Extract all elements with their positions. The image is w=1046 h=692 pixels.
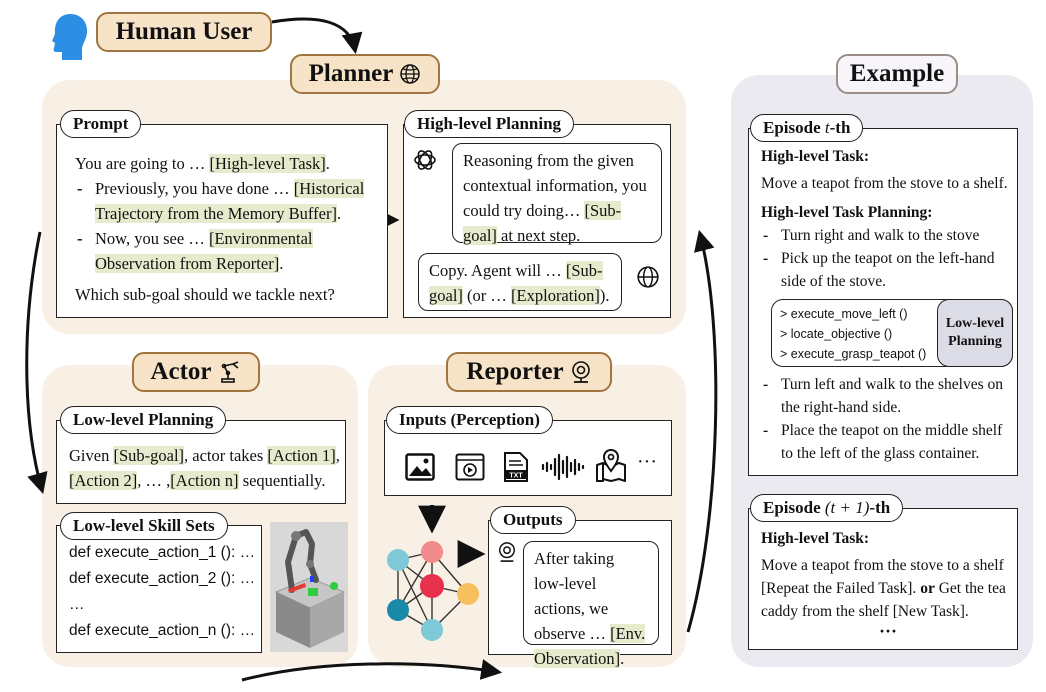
actor-title-text: Actor	[150, 358, 212, 385]
episode-t-box: High-level Task: Move a teapot from the …	[748, 128, 1018, 476]
episode-t1-box: High-level Task: Move a teapot from the …	[748, 508, 1018, 650]
inputs-tab: Inputs (Perception)	[386, 406, 553, 434]
outputs-tab: Outputs	[490, 506, 576, 534]
neural-network-graphic	[387, 541, 479, 641]
arrow-human-to-planner	[271, 17, 363, 55]
audio-wave-icon	[541, 453, 585, 481]
low-level-planning-box: Given [Sub-goal], actor takes [Action 1]…	[56, 420, 346, 504]
high-level-planning-tab: High-level Planning	[404, 110, 575, 138]
episode-t-step-3: Turn left and walk to the shelves on the…	[761, 373, 1015, 419]
prompt-question: Which sub-goal should we tackle next?	[75, 285, 335, 304]
low-level-code-2: > locate_objective ()	[780, 327, 893, 341]
human-user-text: Human User	[115, 18, 253, 45]
planning-bubble-agent: Copy. Agent will … [Sub-goal] (or … [Exp…	[418, 253, 622, 311]
robot-arm-icon	[220, 361, 239, 383]
svg-text:TXT: TXT	[509, 473, 523, 480]
planning-bubble-llm: Reasoning from the given contextual info…	[452, 143, 662, 245]
low-level-code-1: > execute_move_left ()	[780, 307, 908, 321]
skill-sets-tab: Low-level Skill Sets	[60, 512, 228, 540]
arrow-planner-to-actor	[25, 231, 48, 495]
human-head-icon	[52, 14, 88, 60]
low-level-code-3: > execute_grasp_teapot ()	[780, 347, 927, 361]
episode-t-tab: Episode t-th	[750, 114, 864, 142]
low-level-planning-text: Given [Sub-goal], actor takes [Action 1]…	[69, 446, 340, 490]
episode-t1-task-heading: High-level Task:	[761, 530, 870, 547]
episode-t-planning-heading: High-level Task Planning:	[761, 204, 933, 221]
episode-t-step-1: Turn right and walk to the stove	[761, 224, 1015, 247]
actor-title: Actor	[132, 352, 260, 392]
inputs-more: ···	[637, 451, 657, 473]
low-level-planning-tab: Low-level Planning	[60, 406, 227, 434]
text-file-icon: TXT	[504, 452, 528, 482]
low-level-planning-badge: Low-level Planning	[937, 299, 1013, 367]
prompt-bullet1: Previously, you have done … [Historical …	[75, 176, 375, 226]
reporter-title-text: Reporter	[466, 358, 564, 385]
skill-line-1: def execute_action_1 (): …	[69, 544, 256, 561]
skill-line-4: def execute_action_n (): …	[69, 622, 256, 639]
image-icon	[405, 453, 435, 481]
high-level-planning-box: Reasoning from the given contextual info…	[403, 124, 671, 318]
output-webcam-icon	[499, 542, 515, 562]
episode-t1-more: ···	[878, 621, 897, 641]
example-title-text: Example	[849, 60, 945, 87]
episode-t-task: Move a teapot from the stove to a shelf.	[761, 175, 1008, 192]
webcam-icon	[571, 361, 590, 383]
openai-icon	[414, 150, 436, 170]
prompt-line1: You are going to … [High-level Task].	[75, 154, 330, 173]
reporter-title: Reporter	[446, 352, 612, 392]
video-icon	[455, 453, 485, 481]
planner-title-text: Planner	[308, 60, 394, 87]
outputs-box: After taking low-level actions, we obser…	[488, 520, 672, 668]
map-pin-icon	[596, 448, 626, 482]
outputs-bubble: After taking low-level actions, we obser…	[523, 541, 659, 668]
planner-title: Planner	[290, 54, 440, 94]
globe-icon	[400, 64, 421, 84]
prompt-box: You are going to … [High-level Task]. Pr…	[56, 124, 388, 318]
arrow-actor-to-reporter	[241, 659, 503, 682]
episode-t1-task: Move a teapot from the stove to a shelf …	[761, 557, 1006, 620]
episode-t1-tab: Episode (t + 1)-th	[750, 494, 904, 522]
low-level-inline-box: > execute_move_left () > locate_objectiv…	[771, 299, 1013, 367]
agent-globe-icon	[637, 266, 659, 288]
arrow-reporter-to-planner	[686, 229, 718, 633]
skill-sets-box: def execute_action_1 (): … def execute_a…	[56, 525, 262, 653]
skill-line-3: …	[69, 596, 85, 613]
example-title: Example	[836, 54, 958, 94]
skill-line-2: def execute_action_2 (): …	[69, 570, 256, 587]
robot-scene-image	[270, 522, 348, 652]
episode-t-step-2: Pick up the teapot on the left-hand side…	[761, 247, 1015, 293]
human-user-label: Human User	[96, 12, 272, 52]
prompt-bullet2: Now, you see … [Environmental Observatio…	[75, 226, 375, 276]
prompt-tab: Prompt	[60, 110, 142, 138]
episode-t-step-4: Place the teapot on the middle shelf to …	[761, 419, 1015, 465]
episode-t-task-heading: High-level Task:	[761, 148, 870, 165]
